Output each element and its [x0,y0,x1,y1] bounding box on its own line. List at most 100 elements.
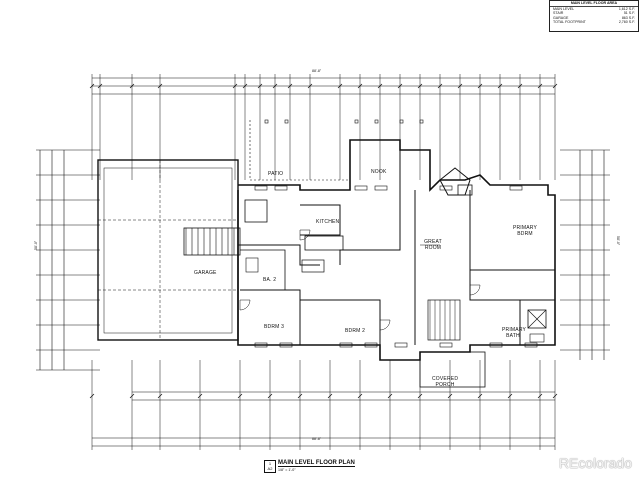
bath-wall [240,249,286,290]
post [419,119,424,124]
plan-title: MAIN LEVEL FLOOR PLAN [278,460,355,467]
dimension-tick [417,393,423,399]
range [301,259,325,273]
dimension-tick [272,83,278,89]
room-label-great-room: GREAT ROOM [424,239,442,251]
dimension-tick [457,83,463,89]
dimension-tick [477,393,483,399]
dimension-tick [129,83,135,89]
window [364,342,378,348]
post [264,119,269,124]
garage-wall [97,159,239,341]
area-schedule-title: MAIN LEVEL FLOOR AREA [550,1,638,7]
vanity [529,333,545,343]
room-label-bdrm3: BDRM 3 [264,324,285,330]
window [509,185,523,191]
door-swing [379,319,391,331]
dimension-tick [357,83,363,89]
dimension-tick [157,393,163,399]
dimension-tick [337,83,343,89]
room-label-primary-bdrm: PRIMARY BDRM [512,225,538,237]
window [279,342,293,348]
window [274,185,288,191]
window [374,185,388,191]
post [284,119,289,124]
room-label-covered-porch: COVERED PORCH [432,376,459,388]
dimension-tick [387,393,393,399]
dimension-tick [129,393,135,399]
garage-slab [103,167,233,334]
dimension-tick [242,83,248,89]
stair [183,227,241,256]
window [339,342,353,348]
window [254,185,268,191]
window [489,342,503,348]
mudroom-cabinet [244,199,268,223]
dimension-tick [552,393,558,399]
post [374,119,379,124]
dimension-tick [477,83,483,89]
dimension-tick [357,393,363,399]
door-swing [299,229,311,241]
dimension-tick [507,393,513,399]
dimension-tick [537,83,543,89]
window [439,185,453,191]
window [524,342,538,348]
window [254,342,268,348]
dimension-tick [257,83,263,89]
dimension-left-overall: 58'-0" [34,240,38,250]
bay-window [439,167,471,196]
dimension-tick [447,393,453,399]
shower-x [527,309,547,329]
dimension-tick [497,83,503,89]
dimension-tick [287,83,293,89]
room-label-primary-bath: PRIMARY BATH [502,327,527,339]
dimension-tick [327,393,333,399]
dimension-tick [89,83,95,89]
patio-edge [249,120,350,181]
room-label-ba2: BA. 2 [263,277,277,283]
fireplace [457,184,473,196]
room-label-kitchen: KITCHEN [316,219,340,225]
kitchen-island [304,235,344,251]
dimension-tick [297,393,303,399]
watermark: REcolorado [558,455,632,471]
dimension-tick [232,83,238,89]
door-swing [469,284,481,296]
interior-wall [339,150,401,265]
interior-wall [240,289,301,345]
interior-wall [300,299,381,345]
dimension-tick [197,393,203,399]
dimension-tick [97,83,103,89]
shower [527,309,547,329]
interior-wall [238,244,320,266]
room-label-bdrm2: BDRM 2 [345,328,366,334]
dimension-tick [397,83,403,89]
room-label-garage: GARAGE [194,270,217,276]
dimension-tick [157,83,163,89]
interior-wall [300,204,341,236]
dimension-overall-bottom: 88'-8" [312,437,322,441]
room-label-nook: NOOK [371,169,387,175]
room-label-patio: PATIO [268,171,284,177]
plan-scale: 1/8" = 1'-0" [278,468,296,472]
post [354,119,359,124]
dimension-tick [377,83,383,89]
dimension-tick [267,393,273,399]
post [399,119,404,124]
dimension-overall-top: 88'-8" [312,69,322,73]
window [439,342,453,348]
dimension-right-overall: 58'-0" [616,236,620,246]
dimension-tick [417,83,423,89]
interior-wall [469,190,521,345]
dimension-tick [89,393,95,399]
